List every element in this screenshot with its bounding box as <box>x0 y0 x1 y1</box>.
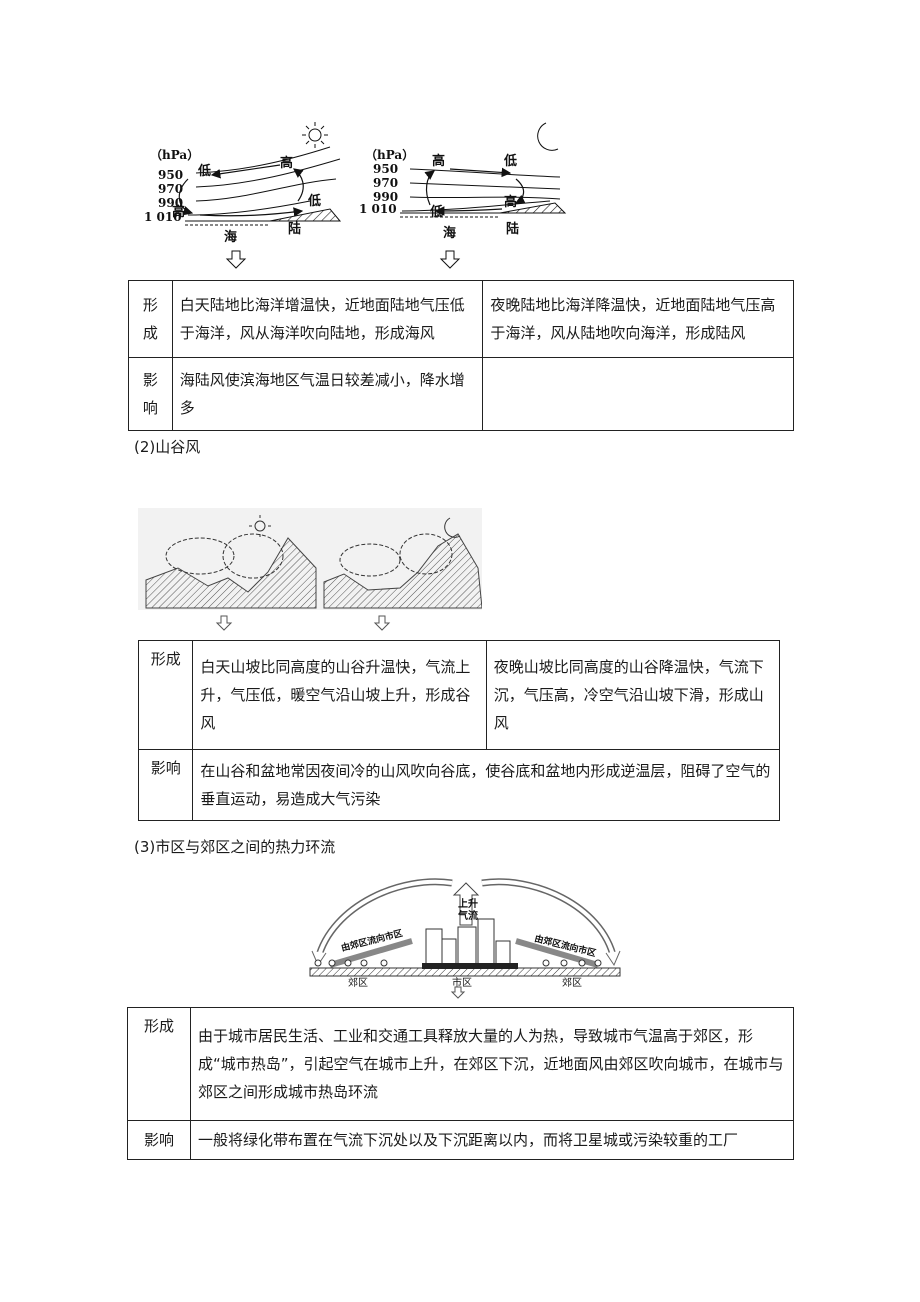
valley-breeze-formation: 白天山坡比同高度的山谷升温快，气流上升，气压低，暖空气沿山坡上升，形成谷风 <box>192 640 487 750</box>
urban-impact-label: 影响 <box>127 1120 191 1160</box>
urban-impact: 一般将绿化带布置在气流下沉处以及下沉距离以内，而将卫星城或污染较重的工厂 <box>190 1120 794 1160</box>
urban-heat-island-table: 形成 由于城市居民生活、工业和交通工具释放大量的人为热，导致城市气温高于郊区，形… <box>127 1007 794 1160</box>
day-land-label: 陆 <box>288 221 301 237</box>
isobar-label-950: 950 <box>158 168 183 182</box>
rising-air-arrow-icon <box>452 882 480 926</box>
sea-land-impact-empty <box>482 357 794 431</box>
valley-day-panel <box>145 515 317 609</box>
mountain-valley-table: 形成 白天山坡比同高度的山谷升温快，气流上升，气压低，暖空气沿山坡上升，形成谷风… <box>137 640 781 821</box>
suburb-left-label: 郊区 <box>348 976 368 989</box>
mountain-valley-breeze-diagram <box>138 508 482 631</box>
night-top-low: 低 <box>503 153 517 169</box>
sea-land-breeze-table: 形 成 白天陆地比海洋增温快，近地面陆地气压低于海洋，风从海洋吹向陆地，形成海风… <box>128 280 794 431</box>
day-panel: （hPa） 950 970 990 1 010 低 高 低 高 海 陆 <box>144 122 342 269</box>
tree-icons <box>314 959 602 967</box>
moon-icon <box>537 122 559 151</box>
suburb-right-label: 郊区 <box>562 976 582 989</box>
pressure-unit: （hPa） <box>150 147 199 162</box>
day-top-high: 高 <box>280 155 293 171</box>
moon-icon <box>444 517 461 538</box>
pressure-unit-night: （hPa） <box>365 147 414 162</box>
valley-night-panel <box>323 517 482 609</box>
urban-heat-island-diagram: 上升 气流 由郊区流向市区 由郊区流向市区 郊区 市区 郊区 <box>309 878 621 999</box>
isobar-label-990-night: 990 <box>373 190 398 204</box>
isobar-label-950-night: 950 <box>373 162 398 176</box>
isobar-label-990: 990 <box>158 196 183 210</box>
down-arrow-icon <box>439 250 461 269</box>
valley-formation-label: 形成 <box>137 640 194 750</box>
down-arrow-icon <box>450 986 466 999</box>
valley-heading: (2)山谷风 <box>134 438 201 456</box>
down-arrow-icon <box>225 250 247 269</box>
city-buildings <box>425 918 511 968</box>
sea-land-breeze-diagram: （hPa） 950 970 990 1 010 低 高 低 高 海 陆 <box>144 122 567 269</box>
day-bottom-high: 高 <box>172 204 185 220</box>
formation-label-line1: 形 <box>142 296 158 314</box>
down-arrow-icon <box>373 615 391 631</box>
sun-icon <box>302 122 328 148</box>
isobar-label-1010-night: 1 010 <box>359 202 397 216</box>
night-panel: （hPa） 950 970 990 1 010 高 低 高 低 海 陆 <box>359 122 567 269</box>
urban-heading: (3)市区与郊区之间的热力环流 <box>134 838 336 856</box>
sun-icon <box>249 515 271 537</box>
night-sea-label: 海 <box>443 225 456 241</box>
down-arrow-icon <box>215 615 233 631</box>
isobar-label-970: 970 <box>158 182 183 196</box>
isobar-label-1010: 1 010 <box>144 210 182 224</box>
isobar-label-970-night: 970 <box>373 176 398 190</box>
valley-impact: 在山谷和盆地常因夜间冷的山风吹向谷底，使谷底和盆地内形成逆温层，阻碍了空气的垂直… <box>192 749 780 821</box>
sea-breeze-formation: 白天陆地比海洋增温快，近地面陆地气压低于海洋，风从海洋吹向陆地，形成海风 <box>171 280 484 358</box>
impact-label-line2: 响 <box>142 399 158 417</box>
formation-label-line2: 成 <box>142 324 158 342</box>
night-land-label: 陆 <box>506 221 519 237</box>
day-bottom-low: 低 <box>307 193 321 209</box>
urban-formation: 由于城市居民生活、工业和交通工具释放大量的人为热，导致城市气温高于郊区，形成“城… <box>190 1007 794 1121</box>
day-top-low: 低 <box>197 163 211 179</box>
night-top-high: 高 <box>432 153 445 169</box>
day-sea-label: 海 <box>224 229 237 245</box>
impact-label-cell: 影 响 <box>128 357 173 431</box>
sea-land-impact: 海陆风使滨海地区气温日较差减小，降水增多 <box>171 357 484 431</box>
valley-impact-label: 影响 <box>137 749 194 821</box>
formation-label-cell: 形 成 <box>128 280 173 358</box>
night-bottom-high: 高 <box>504 194 517 210</box>
city-label: 市区 <box>452 976 472 989</box>
urban-formation-label: 形成 <box>127 1007 191 1121</box>
land-breeze-formation: 夜晚陆地比海洋降温快，近地面陆地气压高于海洋，风从陆地吹向海洋，形成陆风 <box>482 280 794 358</box>
impact-label-line1: 影 <box>142 371 158 389</box>
mountain-breeze-formation: 夜晚山坡比同高度的山谷降温快，气流下沉，气压高，冷空气沿山坡下滑，形成山风 <box>485 640 781 750</box>
night-bottom-low: 低 <box>429 204 443 220</box>
rising-label-2: 气流 <box>457 909 478 922</box>
rising-label-1: 上升 <box>458 897 478 910</box>
